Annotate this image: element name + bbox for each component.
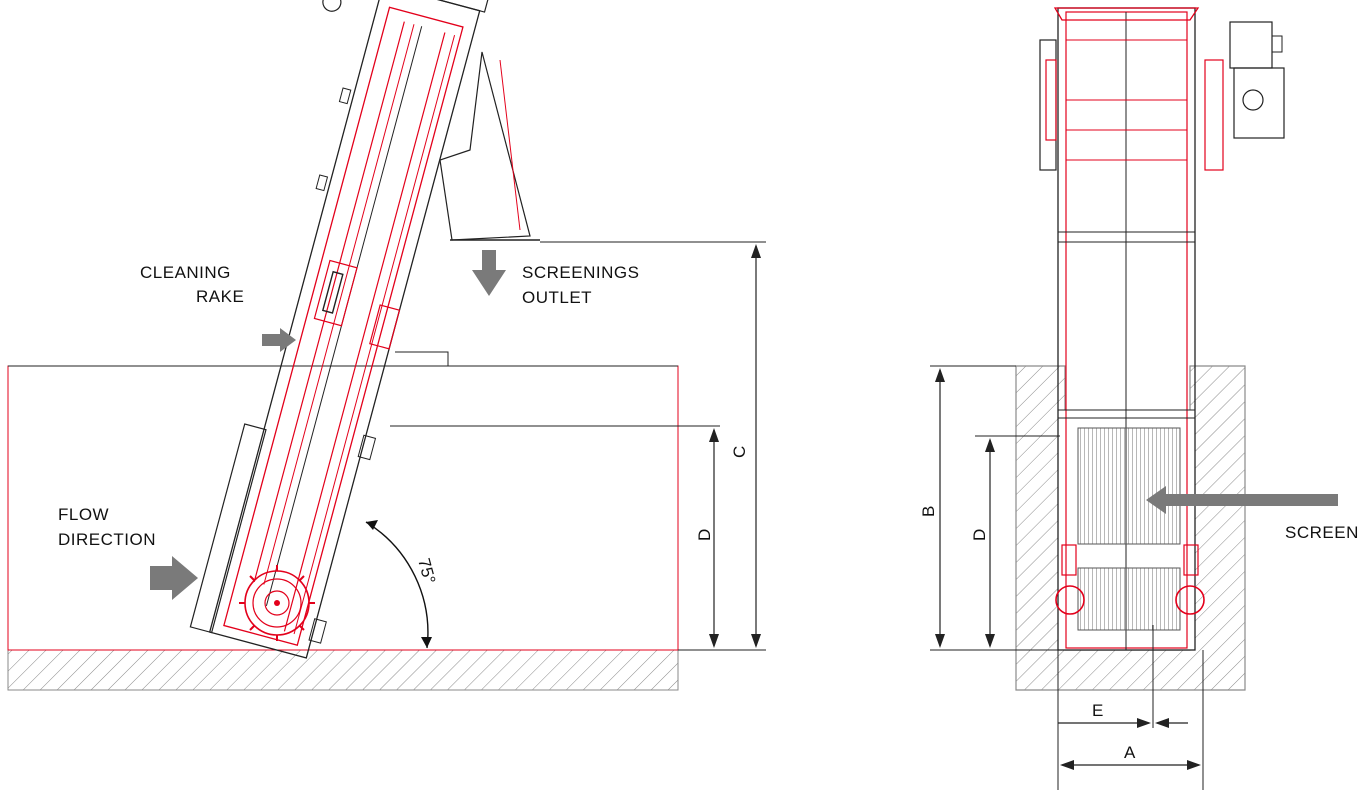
flow-arrow: [150, 556, 198, 600]
drive-motor: [1039, 21, 1285, 171]
rake-arrow: [262, 328, 296, 352]
screen-label: SCREEN: [1285, 523, 1359, 542]
dim-a-label: A: [1124, 743, 1136, 762]
angle-arc: [365, 521, 429, 649]
flow-label-2: DIRECTION: [58, 530, 156, 549]
dim-c-label: C: [730, 446, 749, 458]
dim-e-label: E: [1092, 701, 1103, 720]
screen-arrow: [1146, 486, 1338, 514]
dim-b-label: B: [919, 506, 938, 517]
channel-floor: [7, 649, 679, 691]
sprocket: [239, 565, 315, 641]
flow-label-1: FLOW: [58, 505, 109, 524]
screenings-arrow: [472, 250, 506, 296]
screenings-label-2: OUTLET: [522, 288, 592, 307]
screen-bars-lower: [1077, 567, 1181, 631]
side-view: 75° CLEANING RAKE SCREENINGS OUTLET FLOW…: [7, 0, 766, 691]
front-view: SCREEN B D E A: [919, 7, 1359, 790]
cleaning-rake-label-2: RAKE: [196, 287, 244, 306]
dim-d-front-label: D: [970, 529, 989, 541]
cleaning-rake-label-1: CLEANING: [140, 263, 231, 282]
dim-d-side-label: D: [695, 529, 714, 541]
screenings-label-1: SCREENINGS: [522, 263, 639, 282]
discharge-chute: [439, 51, 531, 241]
screen-frame-side: [189, 0, 517, 659]
screen-bars-upper: [1077, 427, 1181, 545]
